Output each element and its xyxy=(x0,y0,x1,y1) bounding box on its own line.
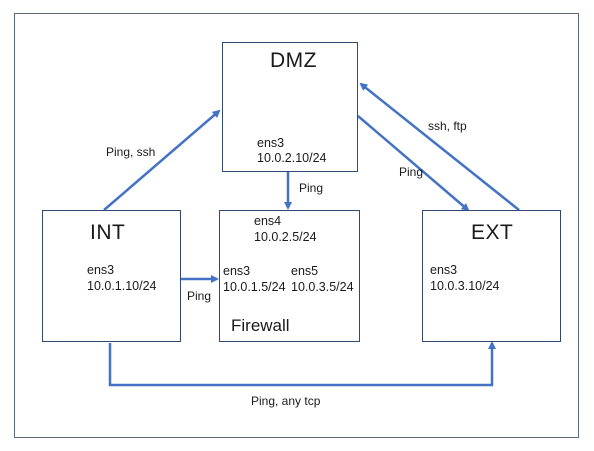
label-int-to-firewall: Ping xyxy=(187,289,212,303)
ext-iface: ens3 xyxy=(430,263,458,277)
ext-title: EXT xyxy=(471,221,514,244)
diagram-frame xyxy=(14,13,579,438)
firewall-right-ip: 10.0.3.5/24 xyxy=(291,280,354,294)
dmz-iface: ens3 xyxy=(257,136,285,150)
label-int-to-ext: Ping, any tcp xyxy=(251,394,321,408)
int-title: INT xyxy=(90,221,126,244)
dmz-ip: 10.0.2.10/24 xyxy=(257,151,327,165)
firewall-left-iface: ens3 xyxy=(223,264,251,278)
firewall-title: Firewall xyxy=(231,316,290,335)
arrow-int-to-ext xyxy=(108,341,496,387)
int-ip: 10.0.1.10/24 xyxy=(87,279,157,293)
arrow-dmz-to-ext xyxy=(357,115,470,212)
ext-ip: 10.0.3.10/24 xyxy=(430,279,500,293)
ext-node: EXT ens3 10.0.3.10/24 xyxy=(422,210,561,342)
arrow-int-to-dmz xyxy=(103,109,221,211)
int-node: INT ens3 10.0.1.10/24 xyxy=(42,210,181,342)
dmz-title: DMZ xyxy=(270,49,317,72)
firewall-left-ip: 10.0.1.5/24 xyxy=(223,280,286,294)
arrow-ext-to-dmz xyxy=(359,82,520,211)
firewall-top-iface: ens4 xyxy=(254,214,282,228)
firewall-node: ens4 10.0.2.5/24 ens3 10.0.1.5/24 ens5 1… xyxy=(219,210,360,342)
label-int-to-dmz: Ping, ssh xyxy=(106,145,156,159)
int-iface: ens3 xyxy=(87,263,115,277)
label-dmz-to-ext: Ping xyxy=(399,165,424,179)
firewall-top-ip: 10.0.2.5/24 xyxy=(254,230,317,244)
label-dmz-to-firewall: Ping xyxy=(299,181,324,195)
firewall-right-iface: ens5 xyxy=(291,264,319,278)
dmz-node: DMZ ens3 10.0.2.10/24 xyxy=(222,42,358,172)
label-ext-to-dmz: ssh, ftp xyxy=(428,119,467,133)
